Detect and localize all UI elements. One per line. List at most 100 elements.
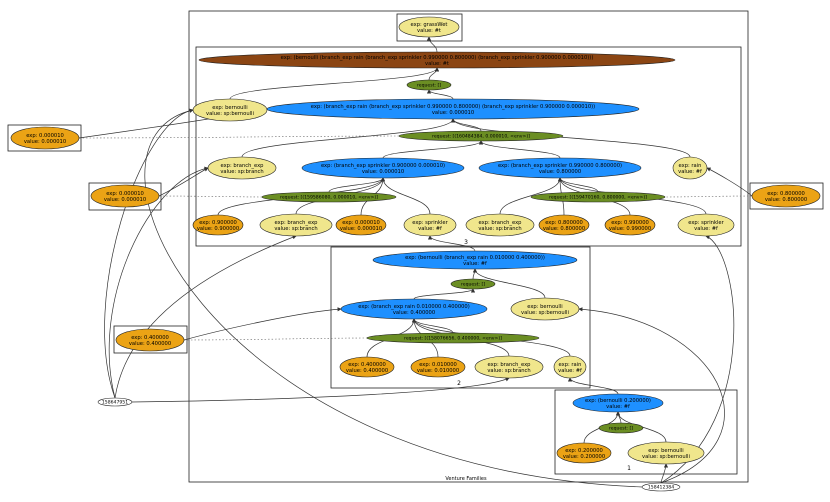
- node-value-label: value: sp:bernoulli: [206, 111, 254, 117]
- node-shape: [192, 98, 268, 122]
- node-shape: [572, 393, 664, 413]
- node-exp-label: exp: (bernoulli (branch_exp rain (branch…: [281, 55, 594, 61]
- node-shape: [301, 157, 465, 179]
- node-exp-label: exp: (bernoulli (branch_exp rain 0.01000…: [405, 255, 545, 261]
- node-exp-label: exp: 0.900000: [199, 220, 237, 226]
- node-branch-sprinkler-1[interactable]: exp: (branch_exp sprinkler 0.900000 0.00…: [301, 157, 465, 179]
- node-shape: [398, 130, 564, 142]
- node-value-label: value: #t: [425, 61, 449, 67]
- node-request-top[interactable]: request: []: [406, 79, 452, 91]
- node-exp-label: exp: branch_exp: [221, 163, 265, 169]
- node-request-2a[interactable]: request: []: [450, 278, 496, 290]
- edge-bern3-to-top_brown: [229, 67, 440, 100]
- edge-bs2-to-req_mid: [478, 140, 561, 159]
- node-exp-label: exp: 0.200000: [565, 448, 603, 454]
- edge-bern2-to-rain_top: [472, 268, 546, 299]
- node-exp-label: exp: 0.010000: [419, 362, 457, 368]
- node-shape: [90, 184, 160, 208]
- edge-ext3-to-rain3: [706, 167, 753, 197]
- node-exp-label: exp: bernoulli: [212, 105, 247, 111]
- node-shape: [192, 214, 244, 236]
- edge-req_r-to-bs2: [557, 177, 599, 193]
- node-shape: [604, 214, 656, 236]
- node-exp-label: exp: (branch_exp rain (branch_exp sprink…: [311, 104, 595, 110]
- node-request-left[interactable]: request: [(159586080, 0.000010, <env>)]: [261, 191, 397, 203]
- node-value-label: value: 0.000010: [104, 197, 146, 203]
- edge-id_a-to-be2: [131, 377, 510, 403]
- node-shape: [641, 482, 681, 492]
- node-exp-label: exp: branch_exp: [479, 220, 523, 226]
- node-label: request: [(158076656, 0.400000, <env>)]: [404, 336, 502, 342]
- cluster-2: [330, 246, 591, 389]
- node-request-2b[interactable]: request: [(158076656, 0.400000, <env>)]: [366, 332, 540, 344]
- node-label: 158412384: [648, 485, 674, 491]
- node-exp-label: exp: 0.400000: [348, 362, 386, 368]
- edge-ext2-to-be3a: [158, 167, 209, 197]
- cluster-external-3: [749, 182, 824, 210]
- edge-rain_be-to-req2a: [413, 288, 476, 300]
- node-bernoulli-0.2[interactable]: exp: (bernoulli 0.200000)value: #f: [572, 393, 664, 413]
- node-request-right[interactable]: request: [(159470160, 0.800000, <env>)]: [530, 191, 666, 203]
- edge-req2a-to-rain_top: [472, 268, 478, 280]
- edge-bern_top1-to-rain2: [567, 377, 619, 395]
- node-request-mid[interactable]: request: [(160484384, 0.000010, <env>)]: [398, 130, 564, 142]
- node-value-label: value: 0.800000: [765, 197, 807, 203]
- node-shape: [403, 213, 457, 237]
- node-value-label: value: 0.990000: [609, 226, 651, 232]
- node-branch-sprinkler-2[interactable]: exp: (branch_exp sprinkler 0.990000 0.80…: [478, 157, 642, 179]
- edge-id_b-to-bern3: [144, 108, 643, 488]
- node-big-branch-exp[interactable]: exp: (branch_exp rain (branch_exp sprink…: [266, 98, 640, 120]
- node-shape: [465, 213, 535, 237]
- node-rain-bernoulli[interactable]: exp: (bernoulli (branch_exp rain 0.01000…: [372, 250, 578, 270]
- node-exp-label: exp: 0.000010: [26, 133, 64, 139]
- node-label: request: [(159586080, 0.000010, <env>)]: [280, 195, 378, 201]
- node-value-label: value: 0.400000: [393, 310, 435, 316]
- node-rain-branch-exp[interactable]: exp: (branch_exp rain 0.010000 0.400000)…: [340, 298, 488, 320]
- node-exp-label: exp: (bernoulli 0.200000): [585, 398, 651, 404]
- node-value-label: value: sp:branch: [274, 226, 317, 232]
- node-shape: [97, 397, 133, 407]
- node-value-label: value: 0.800000: [539, 169, 581, 175]
- node-value-label: value: sp:branch: [478, 226, 521, 232]
- edge-req_l-to-bs1: [328, 177, 386, 193]
- node-shape: [556, 442, 612, 464]
- node-exp-label: exp: (branch_exp rain 0.010000 0.400000): [358, 304, 470, 310]
- node-value-label: value: 0.000010: [340, 226, 382, 232]
- node-shape: [627, 441, 705, 465]
- edge-id_a-to-be3a: [108, 166, 209, 399]
- node-request-1[interactable]: request: []: [598, 422, 644, 434]
- node-label: 158647951: [102, 400, 128, 406]
- node-top-bernoulli[interactable]: exp: (bernoulli (branch_exp rain (branch…: [198, 51, 676, 69]
- node-value-label: value: 0.900000: [197, 226, 239, 232]
- node-id-158412384[interactable]: 158412384: [641, 482, 681, 492]
- node-id-158647951[interactable]: 158647951: [97, 397, 133, 407]
- node-shape: [751, 184, 821, 208]
- node-label: request: []: [609, 426, 633, 432]
- node-shape: [410, 356, 466, 378]
- node-value-label: value: 0.400000: [129, 341, 171, 347]
- node-value-label: value: #f: [694, 226, 718, 232]
